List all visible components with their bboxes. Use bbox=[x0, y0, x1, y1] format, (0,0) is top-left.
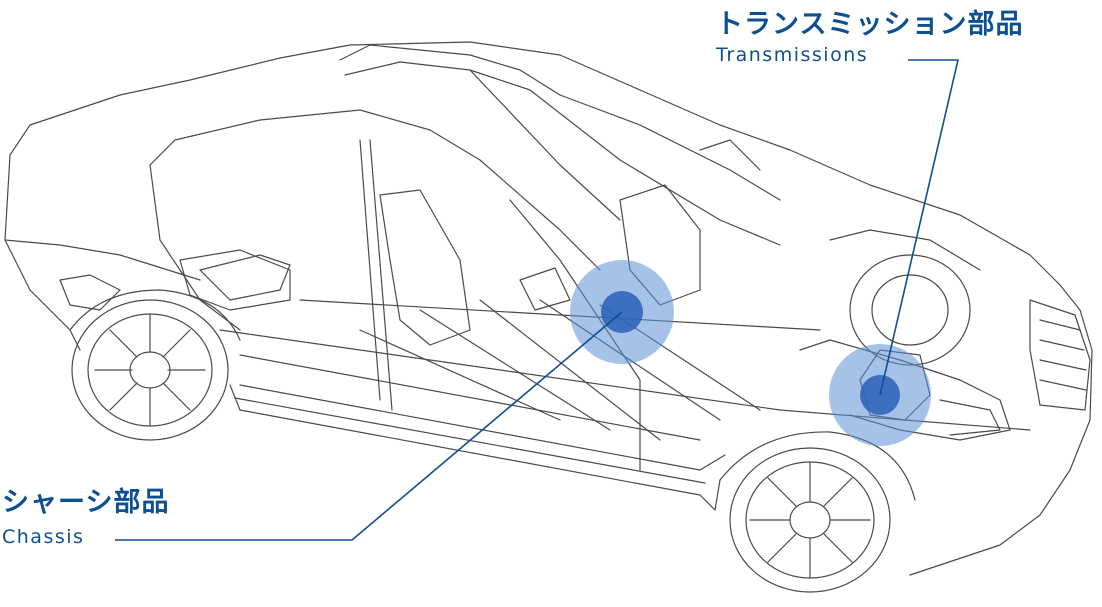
chassis-label-jp[interactable]: シャーシ部品 bbox=[2, 487, 170, 518]
transmission-label-en[interactable]: Transmissions bbox=[716, 44, 869, 66]
transmission-label-jp[interactable]: トランスミッション部品 bbox=[716, 9, 1024, 40]
transmission-leader-line bbox=[879, 59, 960, 396]
chassis-label-en[interactable]: Chassis bbox=[2, 526, 85, 548]
chassis-leader-line bbox=[115, 311, 623, 541]
